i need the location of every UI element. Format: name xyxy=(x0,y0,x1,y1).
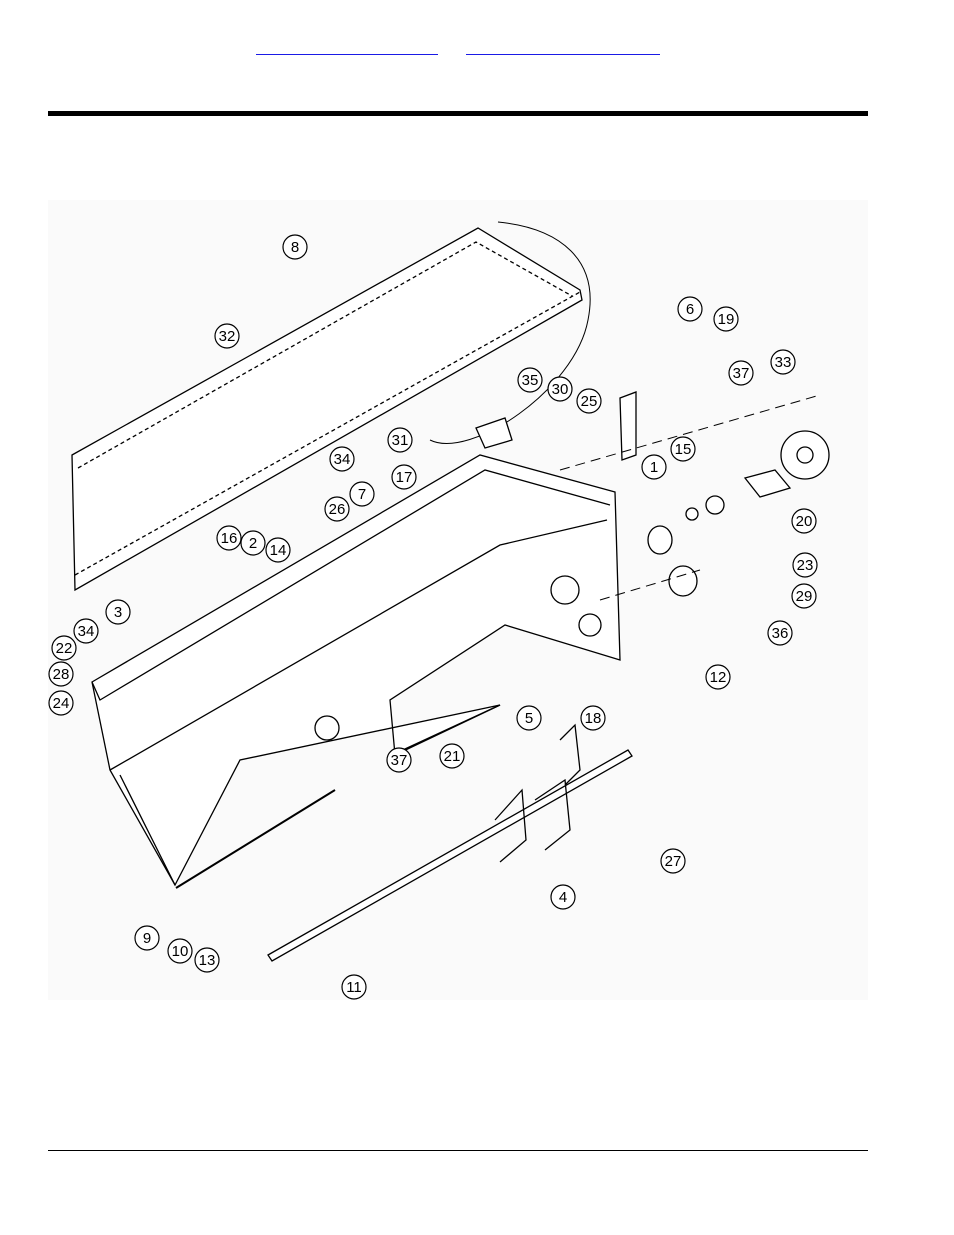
callout-4: 4 xyxy=(550,884,576,910)
callout-label: 8 xyxy=(291,239,299,256)
callout-label: 33 xyxy=(775,354,792,371)
callout-label: 9 xyxy=(143,930,151,947)
callout-label: 2 xyxy=(249,535,257,552)
callout-label: 31 xyxy=(392,432,409,449)
callout-18: 18 xyxy=(580,705,606,731)
callout-2: 2 xyxy=(240,530,266,556)
callout-label: 36 xyxy=(772,625,789,642)
callout-label: 27 xyxy=(665,853,682,870)
callout-3: 3 xyxy=(105,599,131,625)
callout-20: 20 xyxy=(791,508,817,534)
bottom-rule xyxy=(48,1150,868,1151)
callout-6: 6 xyxy=(677,296,703,322)
callout-33: 33 xyxy=(770,349,796,375)
callout-label: 4 xyxy=(559,889,567,906)
callout-label: 24 xyxy=(53,695,70,712)
callout-label: 16 xyxy=(221,530,238,547)
callout-11: 11 xyxy=(341,974,367,1000)
callout-label: 25 xyxy=(581,393,598,410)
callout-9: 9 xyxy=(134,925,160,951)
callout-label: 34 xyxy=(78,623,95,640)
callout-24: 24 xyxy=(48,690,74,716)
callout-label: 7 xyxy=(358,486,366,503)
header-link-2[interactable] xyxy=(466,40,660,55)
callout-32: 32 xyxy=(214,323,240,349)
callout-27: 27 xyxy=(660,848,686,874)
callout-5: 5 xyxy=(516,705,542,731)
callout-7: 7 xyxy=(349,481,375,507)
callout-label: 14 xyxy=(270,542,287,559)
callout-22: 22 xyxy=(51,635,77,661)
callout-label: 13 xyxy=(199,952,216,969)
callout-19: 19 xyxy=(713,306,739,332)
callout-label: 11 xyxy=(346,979,362,996)
callout-15: 15 xyxy=(670,436,696,462)
callout-26: 26 xyxy=(324,496,350,522)
callout-label: 23 xyxy=(797,557,814,574)
callout-17: 17 xyxy=(391,464,417,490)
callout-label: 17 xyxy=(396,469,413,486)
callout-label: 35 xyxy=(522,372,539,389)
header-link-1[interactable] xyxy=(256,40,438,55)
callout-34: 34 xyxy=(73,618,99,644)
callout-36: 36 xyxy=(767,620,793,646)
callout-35: 35 xyxy=(517,367,543,393)
callout-label: 3 xyxy=(114,604,122,621)
callout-label: 1 xyxy=(650,459,658,476)
callout-31: 31 xyxy=(387,427,413,453)
callout-34: 34 xyxy=(329,446,355,472)
callout-label: 32 xyxy=(219,328,236,345)
callout-label: 6 xyxy=(686,301,694,318)
callout-13: 13 xyxy=(194,947,220,973)
callout-37: 37 xyxy=(386,747,412,773)
callout-21: 21 xyxy=(439,743,465,769)
callout-14: 14 xyxy=(265,537,291,563)
callout-label: 18 xyxy=(585,710,602,727)
callout-layer: 8323472631173530256193733151202329361216… xyxy=(48,234,818,1000)
callout-label: 15 xyxy=(675,441,692,458)
callout-1: 1 xyxy=(641,454,667,480)
callout-12: 12 xyxy=(705,664,731,690)
callout-label: 5 xyxy=(525,710,533,727)
callout-label: 10 xyxy=(172,943,189,960)
callout-label: 37 xyxy=(733,365,750,382)
callout-37: 37 xyxy=(728,360,754,386)
callout-16: 16 xyxy=(216,525,242,551)
callout-label: 29 xyxy=(796,588,813,605)
callout-label: 30 xyxy=(552,381,569,398)
callout-30: 30 xyxy=(547,376,573,402)
callout-25: 25 xyxy=(576,388,602,414)
callout-29: 29 xyxy=(791,583,817,609)
callout-label: 20 xyxy=(796,513,813,530)
callout-23: 23 xyxy=(792,552,818,578)
top-rule xyxy=(48,111,868,116)
diagram-artwork xyxy=(71,221,830,962)
callout-label: 12 xyxy=(710,669,727,686)
callout-label: 19 xyxy=(718,311,735,328)
callout-10: 10 xyxy=(167,938,193,964)
callout-label: 22 xyxy=(56,640,73,657)
callout-label: 21 xyxy=(444,748,461,765)
callout-label: 28 xyxy=(53,666,70,683)
callout-8: 8 xyxy=(282,234,308,260)
callout-label: 26 xyxy=(329,501,346,518)
callout-28: 28 xyxy=(48,661,74,687)
callout-label: 37 xyxy=(391,752,408,769)
callout-label: 34 xyxy=(334,451,351,468)
